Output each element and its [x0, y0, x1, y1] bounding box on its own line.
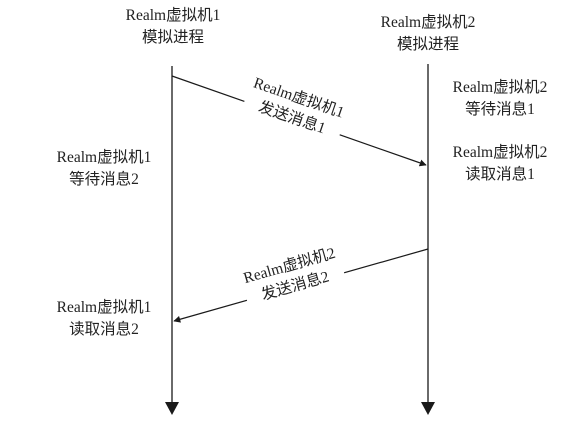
lifeline-vm2-title-line1: Realm虚拟机2 — [380, 14, 476, 31]
lifeline-vm2-arrow-icon — [421, 402, 435, 415]
vm2-note-reading-line2: 读取消息1 — [465, 166, 535, 183]
vm1-note-reading-line2: 读取消息2 — [69, 321, 139, 338]
lifeline-vm1-title-line1: Realm虚拟机1 — [125, 7, 221, 24]
vm1-note-waiting: Realm虚拟机1 等待消息2 — [57, 147, 152, 191]
vm1-note-reading-line1: Realm虚拟机1 — [56, 299, 152, 316]
lifeline-vm2-title-line2: 模拟进程 — [396, 36, 459, 53]
lifeline-vm1-title: Realm虚拟机1 模拟进程 — [126, 5, 221, 49]
vm2-note-reading: Realm虚拟机2 读取消息1 — [453, 142, 548, 186]
lifeline-vm1-arrow-icon — [165, 402, 179, 415]
lifeline-vm2-title: Realm虚拟机2 模拟进程 — [381, 12, 476, 56]
vm2-note-reading-line1: Realm虚拟机2 — [452, 144, 548, 161]
vm1-note-reading: Realm虚拟机1 读取消息2 — [57, 297, 152, 341]
vm2-note-waiting-line1: Realm虚拟机2 — [452, 79, 548, 96]
lifeline-vm1-title-line2: 模拟进程 — [141, 29, 204, 46]
vm2-note-waiting: Realm虚拟机2 等待消息1 — [453, 77, 548, 121]
vm2-note-waiting-line2: 等待消息1 — [465, 101, 535, 118]
vm1-note-waiting-line2: 等待消息2 — [69, 171, 139, 188]
vm1-note-waiting-line1: Realm虚拟机1 — [56, 149, 152, 166]
